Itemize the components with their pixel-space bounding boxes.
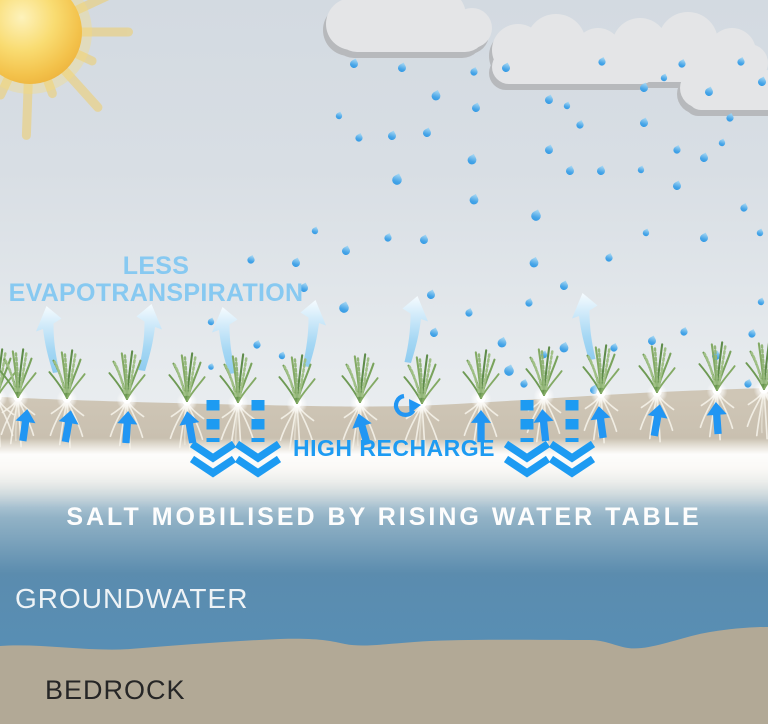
label-evapo-line2: EVAPOTRANSPIRATION	[8, 279, 304, 307]
label-bedrock: BEDROCK	[45, 675, 186, 705]
bedrock-shape	[0, 627, 768, 724]
label-groundwater: GROUNDWATER	[15, 583, 249, 614]
curl-arrow-icon	[393, 393, 421, 417]
label-evapo-line1: LESS	[122, 252, 190, 280]
label-high-recharge: HIGH RECHARGE	[292, 435, 496, 461]
rain-clouds	[323, 0, 768, 116]
sun-icon	[0, 0, 133, 140]
label-less-evapotranspiration: LESS EVAPOTRANSPIRATION	[0, 253, 312, 307]
ground-layer	[0, 388, 768, 724]
salt-speckles	[0, 438, 768, 575]
label-salt-mobilised: SALT MOBILISED BY RISING WATER TABLE	[66, 503, 702, 531]
